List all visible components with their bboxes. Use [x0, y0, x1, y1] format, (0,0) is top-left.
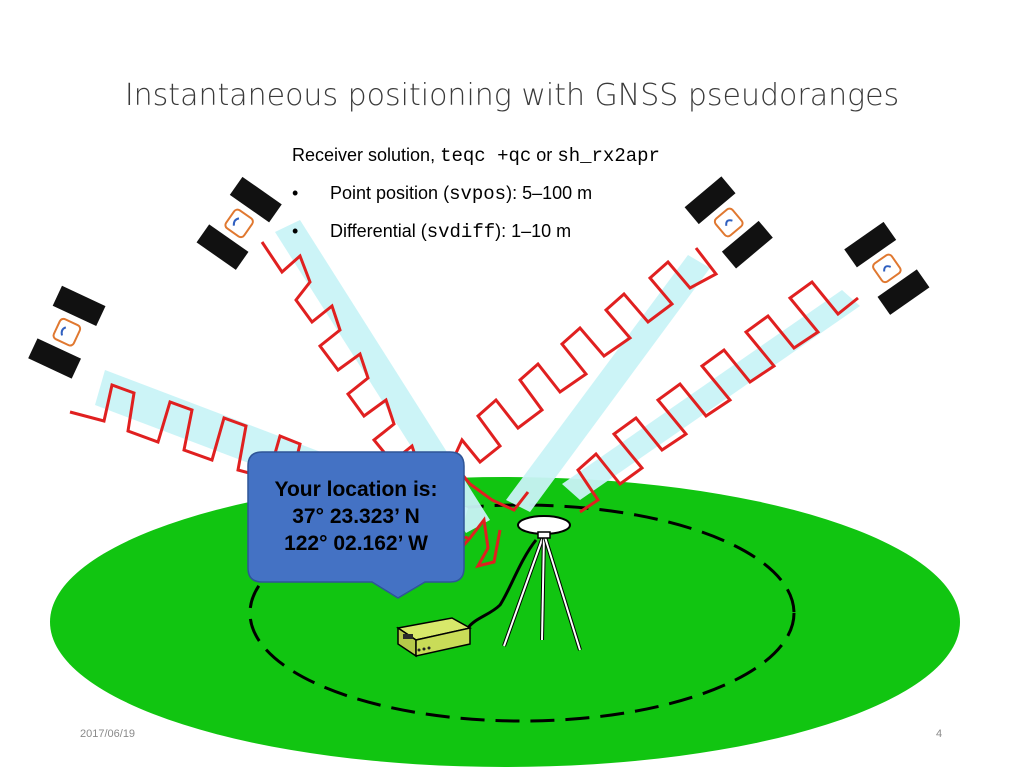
- command-svdiff: svdiff: [426, 221, 496, 243]
- bullet-prefix: Point position (: [330, 183, 450, 203]
- tripod-icon: [502, 533, 582, 651]
- intro-or: or: [531, 145, 558, 165]
- command-svpos: svpos: [449, 183, 507, 205]
- dashed-error-circle: [248, 503, 796, 723]
- signal-wave-4: [562, 279, 860, 514]
- gnss-antenna-icon: [517, 515, 571, 539]
- callout-longitude: 122° 02.162’ W: [284, 532, 428, 555]
- bullet-suffix: ): 5–100 m: [506, 183, 593, 203]
- bullet-suffix: ): 1–10 m: [495, 221, 572, 241]
- bullet-item: • Differential (svdiff): 1–10 m: [292, 218, 660, 256]
- satellite-icon: [196, 176, 282, 270]
- bullet-dot: •: [292, 183, 299, 203]
- bullet-list: Receiver solution, teqc +qc or sh_rx2apr…: [292, 142, 660, 256]
- satellite-icon: [28, 285, 106, 379]
- signal-wave-3: [450, 247, 719, 512]
- bullet-item: • Point position (svpos): 5–100 m: [292, 180, 660, 218]
- command-sh-rx2apr: sh_rx2apr: [557, 145, 660, 167]
- location-callout-text: Your location is: 37° 23.323’ N 122° 02.…: [248, 476, 464, 557]
- intro-line: Receiver solution, teqc +qc or sh_rx2apr: [292, 142, 660, 180]
- antenna-cable: [466, 539, 538, 629]
- bullet-dot: •: [292, 221, 299, 241]
- ground-ellipse: [50, 477, 960, 767]
- callout-latitude: 37° 23.323’ N: [292, 505, 420, 528]
- slide-title: Instantaneous positioning with GNSS pseu…: [124, 78, 900, 113]
- callout-line-1: Your location is:: [274, 478, 438, 501]
- satellite-icon: [844, 221, 930, 315]
- satellite-icon: [684, 176, 773, 269]
- intro-prefix: Receiver solution,: [292, 145, 441, 165]
- footer-date: 2017/06/19: [80, 728, 136, 740]
- page-number: 4: [936, 728, 943, 740]
- command-teqc: teqc +qc: [440, 145, 532, 167]
- location-callout: [247, 451, 465, 599]
- gnss-receiver-icon: [396, 617, 473, 658]
- bullet-prefix: Differential (: [330, 221, 427, 241]
